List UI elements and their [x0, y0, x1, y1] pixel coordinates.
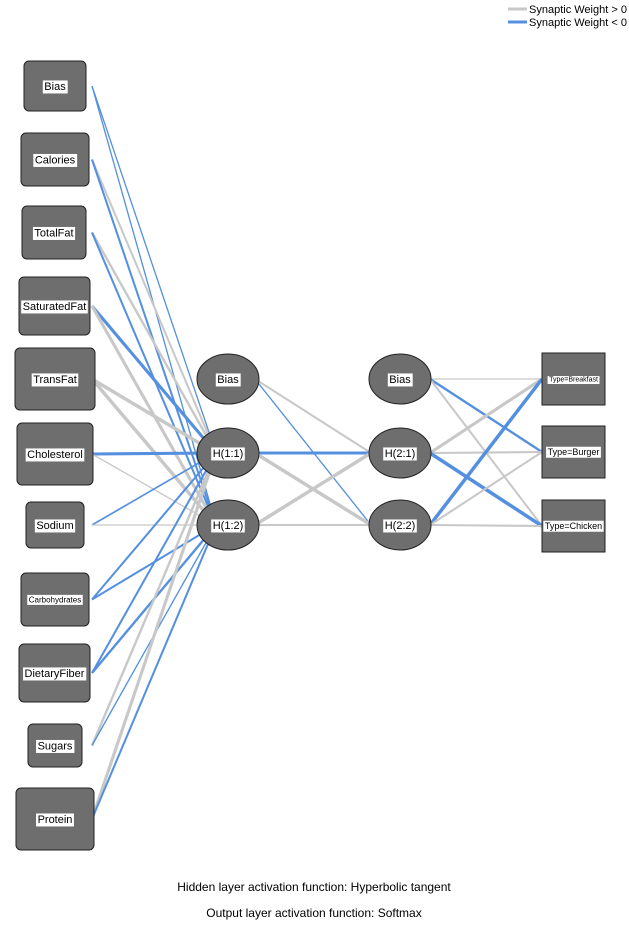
in_carbs-label: Carbohydrates: [29, 595, 81, 604]
node-in_chol: Cholesterol: [16, 422, 94, 486]
connection-h1_bias-h21: [254, 378, 372, 454]
connection-in_protein-h11: [90, 452, 218, 820]
connection-h22-out_chicken: [429, 523, 543, 528]
out_chicken-label: Type=Chicken: [545, 521, 602, 531]
node-h1_bias: Bias: [196, 353, 260, 405]
h1_bias-label-bg: [215, 373, 241, 387]
connection-in_chol-h11: [91, 451, 217, 456]
in_bias-label: Bias: [44, 81, 66, 93]
connection-in_sugars-h11: [90, 452, 218, 746]
h21-label: H(2:1): [385, 448, 416, 460]
node-in_fiber: DietaryFiber: [18, 643, 91, 703]
node-out_chicken: Type=Chicken: [541, 499, 606, 553]
connection-h12-h21: [254, 451, 372, 527]
in_protein-label-bg: [36, 813, 74, 827]
in_calories-label: Calories: [35, 154, 76, 166]
in_totalfat-label-bg: [32, 226, 76, 240]
in_chol-label-bg: [25, 448, 85, 462]
connection-in_bias-h11: [91, 85, 217, 454]
node-in_bias: Bias: [23, 60, 87, 112]
out_breakfast-label: Type=Breakfast: [549, 377, 598, 384]
in_transfat-label-bg: [31, 373, 79, 387]
node-in_transfat: TransFat: [14, 347, 96, 411]
out_burger-label: Type=Burger: [548, 447, 600, 457]
connection-in_satfat-h11: [90, 304, 218, 455]
h11-label: H(1:1): [213, 448, 244, 460]
h12-label: H(1:2): [213, 520, 244, 532]
in_satfat-label: SaturatedFat: [23, 301, 87, 313]
h2_bias-label: Bias: [389, 374, 411, 386]
node-h22: H(2:2): [368, 499, 432, 551]
connection-in_totalfat-h11: [90, 231, 218, 454]
h12-label-bg: [211, 519, 245, 533]
in_transfat-label: TransFat: [33, 374, 77, 386]
hidden-activation-note: Hidden layer activation function: Hyperb…: [177, 880, 451, 894]
node-in_satfat: SaturatedFat: [18, 276, 91, 336]
in_chol-label: Cholesterol: [27, 449, 83, 461]
legend: Synaptic Weight > 0 Synaptic Weight < 0: [508, 4, 627, 29]
in_carbs-label-bg: [27, 594, 83, 605]
connection-in_carbs-h11: [91, 452, 217, 601]
in_sodium-label: Sodium: [36, 520, 73, 532]
connection-in_protein-h12: [91, 524, 217, 820]
node-out_breakfast: Type=Breakfast: [541, 352, 606, 406]
in_sodium-label-bg: [34, 519, 76, 533]
h11-label-bg: [211, 447, 245, 461]
connection-h22-out_breakfast: [428, 377, 544, 527]
h22-label-bg: [383, 519, 417, 533]
h1_bias-label: Bias: [217, 374, 239, 386]
node-in_calories: Calories: [20, 132, 90, 187]
node-h11: H(1:1): [196, 427, 260, 479]
output-activation-note: Output layer activation function: Softma…: [206, 906, 421, 920]
in_fiber-label: DietaryFiber: [25, 668, 85, 680]
h22-label: H(2:2): [385, 520, 416, 532]
connections: [90, 85, 544, 820]
connection-in_sodium-h11: [91, 452, 217, 526]
nodes: BiasCaloriesTotalFatSaturatedFatTransFat…: [14, 60, 606, 851]
in_calories-label-bg: [33, 153, 78, 167]
node-in_protein: Protein: [15, 787, 95, 851]
connection-in_fiber-h11: [91, 452, 217, 674]
connection-h21-out_breakfast: [429, 377, 543, 455]
in_fiber-label-bg: [23, 667, 87, 681]
in_totalfat-label: TotalFat: [34, 227, 73, 239]
node-h12: H(1:2): [196, 499, 260, 551]
in_bias-label-bg: [42, 80, 68, 94]
node-out_burger: Type=Burger: [541, 425, 606, 479]
node-in_sugars: Sugars: [27, 723, 83, 768]
node-in_carbs: Carbohydrates: [20, 572, 90, 627]
in_protein-label: Protein: [38, 814, 73, 826]
in_sugars-label-bg: [36, 739, 75, 753]
in_satfat-label-bg: [21, 300, 88, 314]
out_chicken-label-bg: [543, 520, 604, 532]
connection-in_calories-h11: [91, 159, 217, 454]
h21-label-bg: [383, 447, 417, 461]
node-h2_bias: Bias: [368, 353, 432, 405]
out_burger-label-bg: [546, 446, 601, 458]
node-in_totalfat: TotalFat: [21, 205, 87, 260]
h2_bias-label-bg: [387, 373, 413, 387]
legend-positive-label: Synaptic Weight > 0: [529, 4, 627, 16]
legend-negative-label: Synaptic Weight < 0: [529, 17, 627, 29]
node-in_sodium: Sodium: [25, 501, 85, 549]
node-h21: H(2:1): [368, 427, 432, 479]
connection-h22-out_burger: [429, 451, 543, 526]
connection-in_transfat-h11: [91, 377, 217, 455]
out_breakfast-label-bg: [547, 376, 600, 385]
in_sugars-label: Sugars: [38, 740, 73, 752]
